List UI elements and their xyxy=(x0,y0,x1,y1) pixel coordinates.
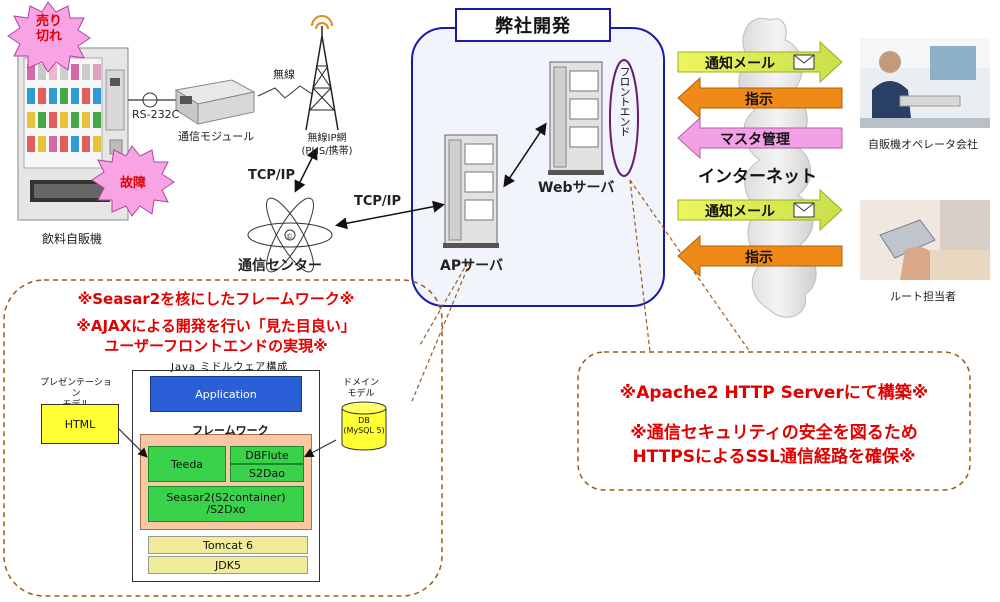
route-worker-photo xyxy=(860,200,990,280)
left-callout-line1: ※Seasar2を核にしたフレームワーク※ xyxy=(77,290,355,308)
vending-label: 飲料自販機 xyxy=(42,232,103,246)
frontend-label: フロントエンド xyxy=(618,66,631,136)
dbflute-box: DBFlute xyxy=(230,446,304,464)
right-callout-line1: ※Apache2 HTTP Serverにて構築※ xyxy=(619,383,929,403)
wireless-net-label: 無線IP網 (PHS/携帯) xyxy=(301,133,353,157)
master-label: マスタ管理 xyxy=(720,132,790,148)
instr-arrow-2 xyxy=(677,234,843,278)
notify-arrow-1 xyxy=(677,40,843,84)
middleware-panel: Java ミドルウェア構成 プレゼンテーション モデル ドメイン モデル HTM… xyxy=(36,356,411,588)
domain-model-label: ドメイン モデル xyxy=(342,378,379,399)
rs232c-label: RS-232C xyxy=(132,108,180,121)
dashed-link-left xyxy=(419,261,469,346)
soldout-burst xyxy=(7,1,91,73)
company-title-box: 弊社開発 xyxy=(455,8,611,42)
mail-icon-1 xyxy=(793,54,815,70)
ap-web-link xyxy=(503,122,547,188)
left-callout-line2: ※AJAXによる開発を行い「見た目良い」 xyxy=(76,317,356,335)
application-box: Application xyxy=(150,376,302,412)
middleware-arrows xyxy=(117,427,337,458)
master-arrow xyxy=(677,116,843,160)
ap-server-label: APサーバ xyxy=(440,258,503,274)
radio-tower-icon xyxy=(305,15,339,131)
tcpip-link-tower xyxy=(294,147,318,193)
tcpip-label-1: TCP/IP xyxy=(248,168,296,183)
rs232c-connector-icon xyxy=(128,92,178,108)
teeda-box: Teeda xyxy=(148,446,226,482)
tcpip-link-ap xyxy=(335,200,445,230)
left-callout-line3: ユーザーフロントエンドの実現※ xyxy=(104,337,328,355)
notify-label-1: 通知メール xyxy=(705,56,775,72)
center-label: 通信センター xyxy=(238,258,322,274)
jdk-box: JDK5 xyxy=(148,556,308,574)
tomcat-box: Tomcat 6 xyxy=(148,536,308,554)
seasar-box: Seasar2(S2container) /S2Dxo xyxy=(148,486,304,522)
web-server-icon xyxy=(548,61,604,175)
internet-label: インターネット xyxy=(698,167,817,187)
web-server-label: Webサーバ xyxy=(538,180,615,196)
mail-icon-2 xyxy=(793,202,815,218)
dashed-link-left-2 xyxy=(399,261,471,431)
dashed-link-right xyxy=(629,179,651,353)
route-label: ルート担当者 xyxy=(890,290,956,303)
vending-machine-icon xyxy=(17,47,129,221)
db-label: DB (MySQL 5) xyxy=(343,416,385,435)
html-box: HTML xyxy=(41,404,119,444)
s2dao-box: S2Dao xyxy=(230,464,304,482)
notify-arrow-2 xyxy=(677,188,843,232)
wireless-signal-icon xyxy=(257,85,313,99)
fault-burst xyxy=(91,145,175,217)
operator-photo xyxy=(860,38,990,128)
tcpip-label-2: TCP/IP xyxy=(354,194,402,209)
right-callout-box xyxy=(577,351,971,491)
module-label: 通信モジュール xyxy=(178,130,255,143)
stack-frame xyxy=(132,370,320,582)
fault-badge: 故障 xyxy=(119,176,146,191)
instr-label-1: 指示 xyxy=(745,92,773,108)
middleware-title: Java ミドルウェア構成 xyxy=(171,362,289,373)
soldout-badge: 売り 切れ xyxy=(35,14,62,44)
company-title: 弊社開発 xyxy=(495,16,571,37)
framework-label: フレームワーク xyxy=(192,424,269,437)
instr-arrow-1 xyxy=(677,76,843,120)
frontend-ellipse xyxy=(609,59,639,177)
notify-label-2: 通知メール xyxy=(705,204,775,220)
wireless-label: 無線 xyxy=(273,68,295,81)
right-callout-line3: HTTPSによるSSL通信経路を確保※ xyxy=(632,447,916,467)
svg-text:©: © xyxy=(286,233,293,241)
communication-module-icon xyxy=(174,79,256,125)
atom-center-icon: © xyxy=(247,197,333,273)
db-cylinder-icon xyxy=(341,401,387,451)
ap-server-icon xyxy=(443,134,499,248)
operator-label: 自販機オペレータ会社 xyxy=(868,138,978,151)
right-callout-line2: ※通信セキュリティの安全を図るため xyxy=(630,423,918,443)
instr-label-2: 指示 xyxy=(745,250,773,266)
